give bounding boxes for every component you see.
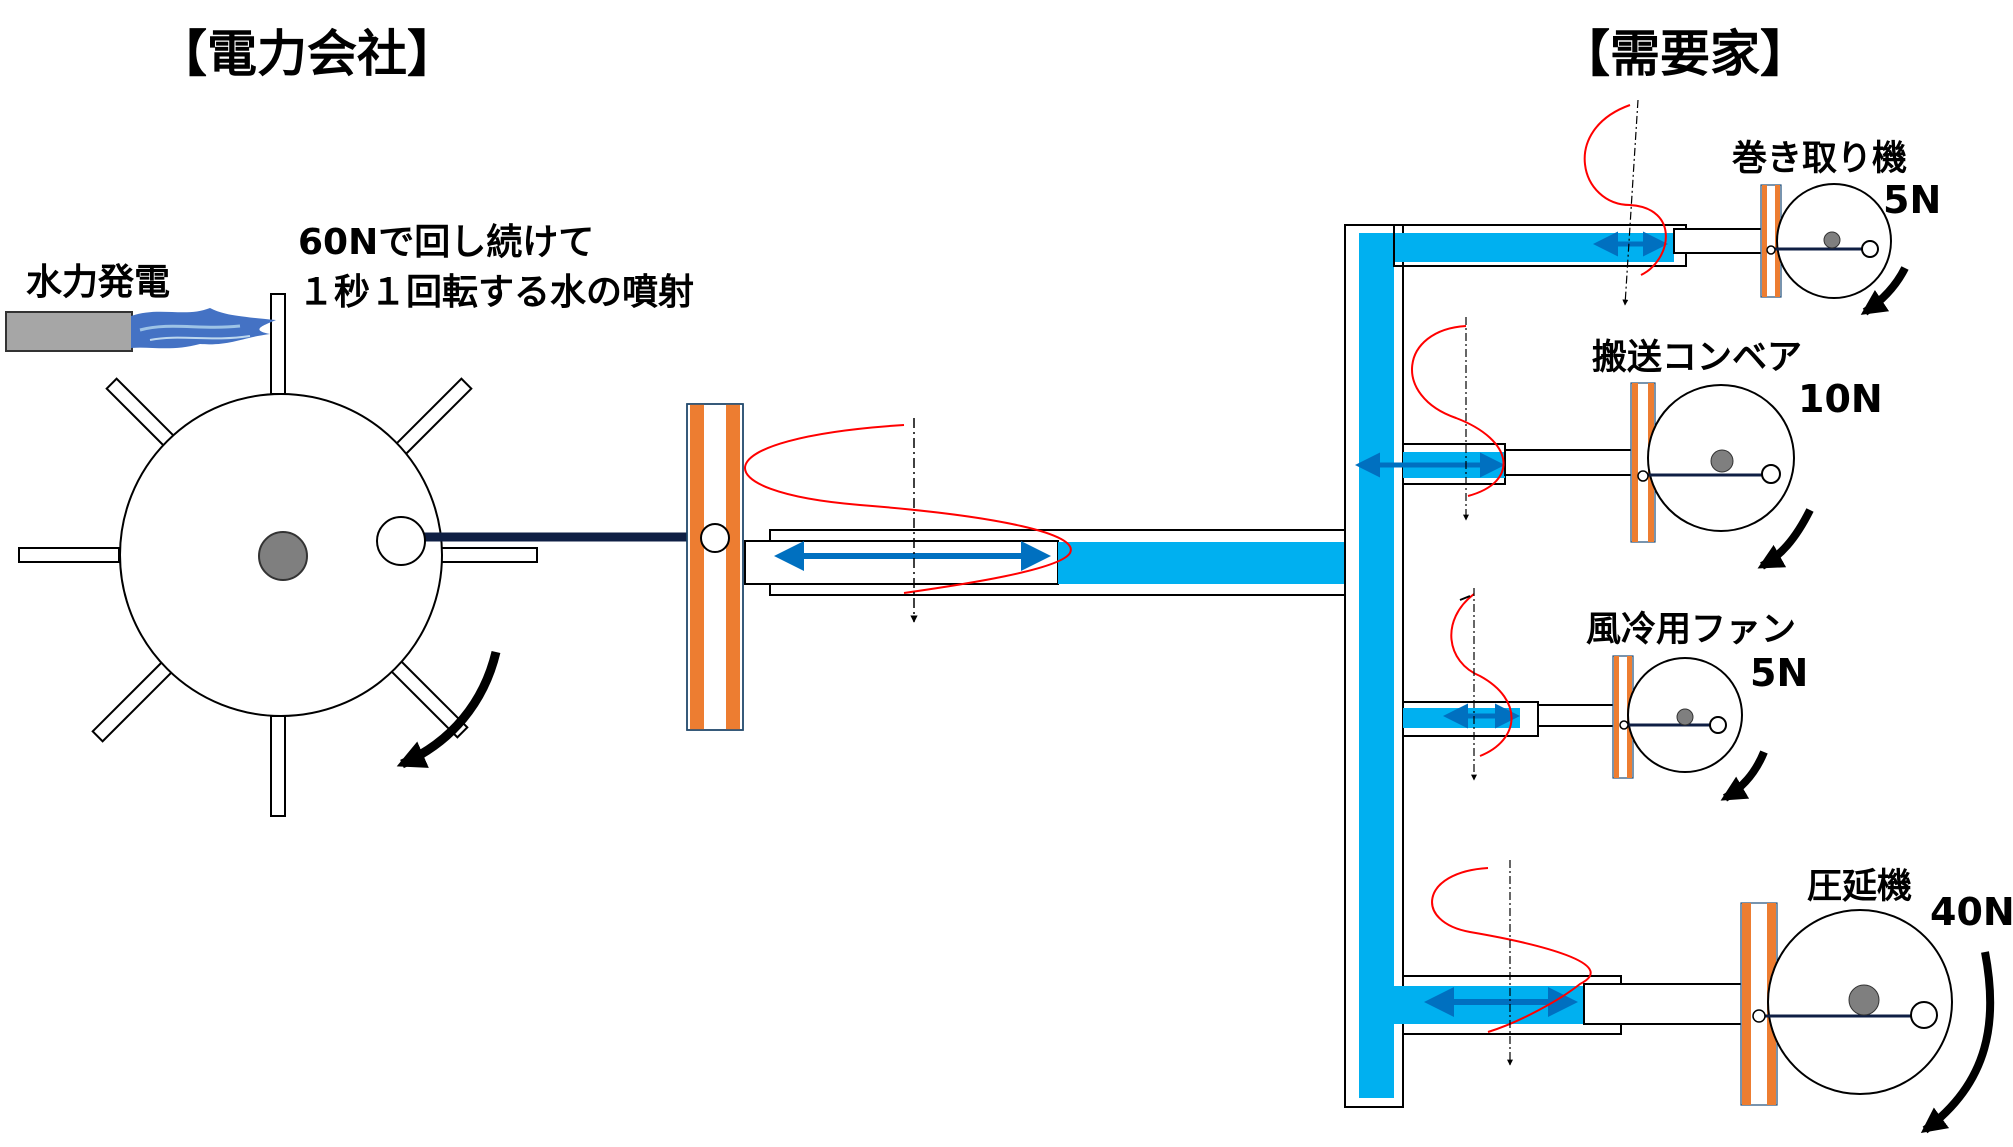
jet-description-line2: １秒１回転する水の噴射: [298, 272, 695, 313]
wheel-paddles: [18, 293, 538, 817]
consumer-force-rolling-mill: 40N: [1930, 890, 2013, 934]
crank-pin: [376, 516, 426, 566]
branch-conveyor: [1355, 317, 1814, 570]
heading-customers: 【需要家】: [1560, 25, 1810, 83]
water-jet: [131, 308, 276, 349]
branch-winder: [1393, 99, 1909, 316]
manifold-pipe: [1344, 224, 1674, 1108]
branch-fan: [1402, 588, 1768, 802]
nozzle: [5, 311, 133, 352]
water-wheel: [18, 293, 538, 817]
consumer-name-rolling-mill: 圧延機: [1807, 867, 1913, 907]
consumer-force-conveyor: 10N: [1798, 377, 1883, 421]
main-pipe-water: [1058, 542, 1353, 584]
consumer-name-fan: 風冷用ファン: [1586, 610, 1797, 650]
main-piston-plate: [686, 403, 744, 731]
manifold-water: [1359, 233, 1394, 1098]
wheel-rotation-arrow: [396, 650, 501, 769]
consumer-name-winder: 巻き取り機: [1732, 139, 1908, 179]
main-wave: [744, 424, 1072, 594]
main-pipe: [744, 529, 1354, 596]
jet-description-line1: 60Nで回し続けて: [298, 222, 595, 263]
main-piston-pin: [700, 523, 730, 553]
consumer-force-winder: 5N: [1883, 178, 1942, 222]
generator-label: 水力発電: [26, 262, 171, 303]
consumer-force-fan: 5N: [1750, 651, 1809, 695]
heading-power-company: 【電力会社】: [157, 25, 457, 83]
wheel-axle: [258, 531, 308, 581]
consumer-name-conveyor: 搬送コンベア: [1592, 338, 1803, 378]
branch-rolling-mill: [1394, 860, 1995, 1134]
